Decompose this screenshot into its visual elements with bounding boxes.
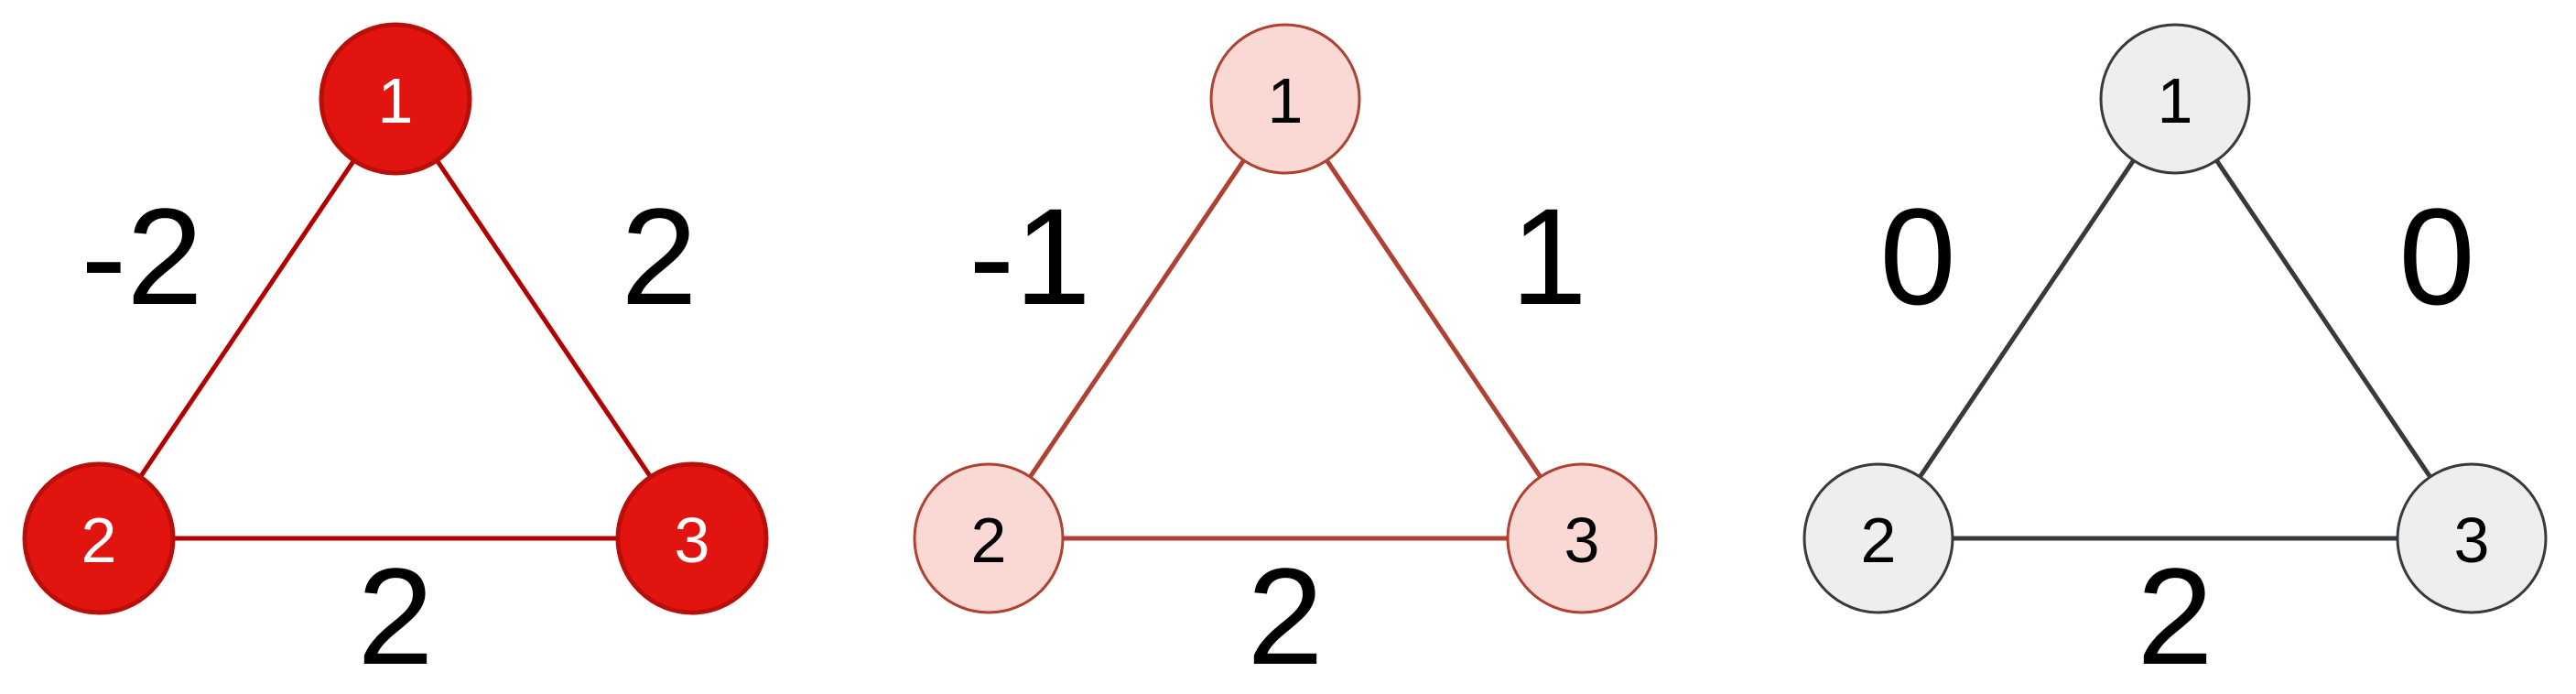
graph-1: -2 2 2 1 2 3 bbox=[22, 22, 769, 693]
node-label-1: 1 bbox=[2158, 65, 2193, 136]
edge-1-3 bbox=[2172, 97, 2474, 540]
edge-label-1-2: -1 bbox=[969, 179, 1090, 333]
edge-label-2-3: 2 bbox=[1247, 539, 1323, 693]
node-label-3: 3 bbox=[2454, 504, 2490, 576]
edge-1-2 bbox=[1876, 97, 2178, 540]
node-2 bbox=[1802, 462, 1954, 614]
node-1 bbox=[2099, 23, 2251, 175]
graph-2: -1 1 2 1 2 3 bbox=[913, 23, 1658, 693]
edge-label-1-2: -2 bbox=[81, 179, 202, 333]
node-label-2: 2 bbox=[1861, 504, 1897, 576]
edge-1-2 bbox=[986, 97, 1288, 540]
edge-label-1-3: 1 bbox=[1510, 179, 1586, 333]
edge-label-1-2: 0 bbox=[1879, 179, 1955, 333]
node-label-1: 1 bbox=[378, 65, 414, 136]
node-label-3: 3 bbox=[675, 504, 710, 576]
edge-1-3 bbox=[1283, 97, 1585, 540]
node-3 bbox=[2396, 462, 2548, 614]
node-label-3: 3 bbox=[1564, 504, 1600, 576]
edge-label-2-3: 2 bbox=[357, 539, 433, 693]
node-2 bbox=[913, 462, 1065, 614]
node-label-2: 2 bbox=[81, 504, 117, 576]
edge-label-1-3: 0 bbox=[2398, 179, 2474, 333]
node-1 bbox=[1209, 23, 1361, 175]
node-label-2: 2 bbox=[971, 504, 1007, 576]
graph-3: 0 0 2 1 2 3 bbox=[1802, 23, 2548, 693]
edge-1-2 bbox=[96, 97, 398, 540]
edge-label-1-3: 2 bbox=[621, 179, 697, 333]
node-3 bbox=[615, 461, 769, 615]
node-1 bbox=[319, 22, 472, 176]
edge-label-2-3: 2 bbox=[2137, 539, 2213, 693]
node-3 bbox=[1506, 462, 1658, 614]
node-label-1: 1 bbox=[1268, 65, 1304, 136]
node-2 bbox=[22, 461, 176, 615]
edge-1-3 bbox=[393, 97, 695, 540]
